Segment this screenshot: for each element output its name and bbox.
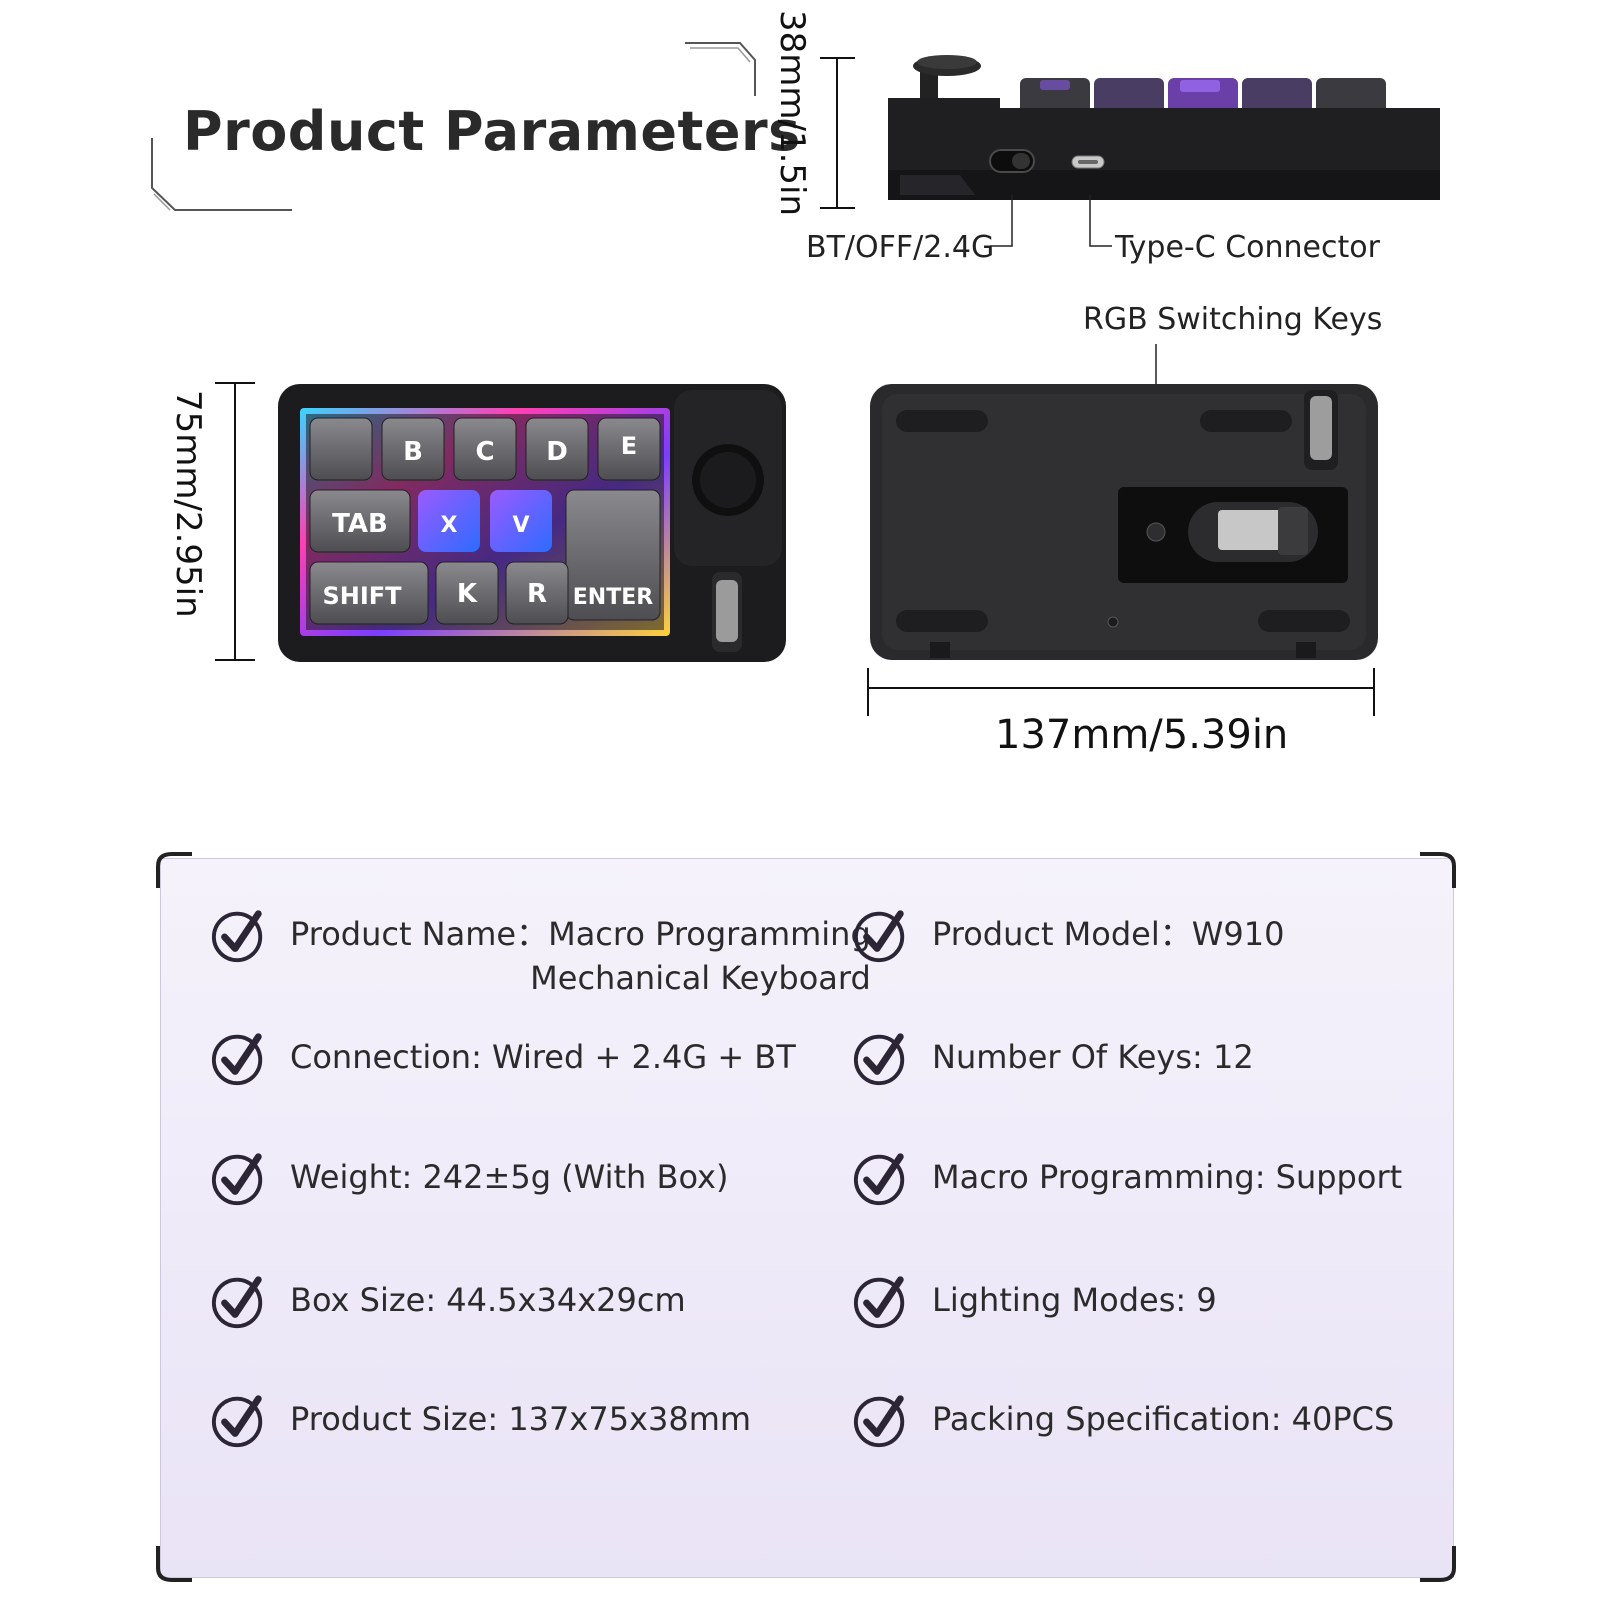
spec-product-model-label: Product Model：W910 (932, 915, 1285, 953)
spec-packing-specification-label: Packing Specification: 40PCS (932, 1400, 1395, 1438)
rgb-switching-keys-label: RGB Switching Keys (1083, 302, 1383, 337)
spec-box-size: Box Size: 44.5x34x29cm (210, 1276, 686, 1330)
spec-panel-corners (156, 852, 1456, 1582)
mode-switch-label: BT/OFF/2.4G (806, 230, 995, 265)
spec-product-size: Product Size: 137x75x38mm (210, 1395, 752, 1449)
spec-macro-programming-label: Macro Programming: Support (932, 1158, 1403, 1196)
check-circle-icon (853, 1276, 905, 1329)
spec-product-model: Product Model：W910 (852, 910, 1285, 964)
check-circle-icon (211, 1033, 263, 1086)
spec-product-size-label: Product Size: 137x75x38mm (290, 1400, 752, 1438)
height-dimension-line (820, 57, 855, 209)
height-dimension-label: 38mm/1.5in (772, 10, 812, 217)
spec-lighting-modes: Lighting Modes: 9 (852, 1276, 1217, 1330)
key-k: K (457, 579, 478, 609)
spec-product-name-label: Product Name：Macro Programming (290, 915, 871, 953)
key-tab: TAB (332, 509, 388, 539)
spec-weight-label: Weight: 242±5g (With Box) (290, 1158, 729, 1196)
spec-product-name-sub: Mechanical Keyboard (530, 959, 871, 997)
spec-number-of-keys-label: Number Of Keys: 12 (932, 1038, 1254, 1076)
spec-product-name: Product Name：Macro Programming Mechanica… (210, 910, 871, 1000)
width-dimension-line (867, 668, 1375, 716)
key-r: R (527, 579, 547, 609)
key-d: D (546, 437, 568, 467)
spec-panel (160, 858, 1454, 1578)
key-shift: SHIFT (322, 582, 402, 610)
spec-connection-label: Connection: Wired + 2.4G + BT (290, 1038, 796, 1076)
check-circle-icon (853, 1395, 905, 1448)
spec-connection: Connection: Wired + 2.4G + BT (210, 1033, 796, 1087)
depth-dimension-label: 75mm/2.95in (168, 390, 208, 618)
title-frame-decoration (151, 42, 756, 211)
top-view-device-image: B C D E TAB X V SHIFT K R ENTER (278, 384, 786, 662)
type-c-connector-label: Type-C Connector (1115, 230, 1380, 265)
check-circle-icon (211, 1276, 263, 1329)
bottom-view-device-image (870, 344, 1378, 660)
check-circle-icon (211, 910, 263, 963)
spec-box-size-label: Box Size: 44.5x34x29cm (290, 1281, 686, 1319)
side-callout-lines (990, 195, 1112, 247)
spec-lighting-modes-label: Lighting Modes: 9 (932, 1281, 1217, 1319)
key-e: E (621, 432, 637, 460)
key-enter: ENTER (573, 585, 653, 610)
key-v: V (512, 513, 529, 538)
spec-number-of-keys: Number Of Keys: 12 (852, 1033, 1254, 1087)
check-circle-icon (853, 1153, 905, 1206)
spec-packing-specification: Packing Specification: 40PCS (852, 1395, 1395, 1449)
side-view-device-image (888, 55, 1440, 200)
check-circle-icon (853, 1033, 905, 1086)
width-dimension-label: 137mm/5.39in (995, 712, 1289, 758)
spec-macro-programming: Macro Programming: Support (852, 1153, 1403, 1207)
check-circle-icon (211, 1395, 263, 1448)
key-x: X (441, 513, 458, 538)
spec-weight: Weight: 242±5g (With Box) (210, 1153, 729, 1207)
key-c: C (475, 437, 494, 467)
key-b: B (403, 437, 423, 467)
page-title: Product Parameters (183, 100, 801, 163)
check-circle-icon (853, 910, 905, 963)
depth-dimension-line (215, 382, 255, 661)
check-circle-icon (211, 1153, 263, 1206)
